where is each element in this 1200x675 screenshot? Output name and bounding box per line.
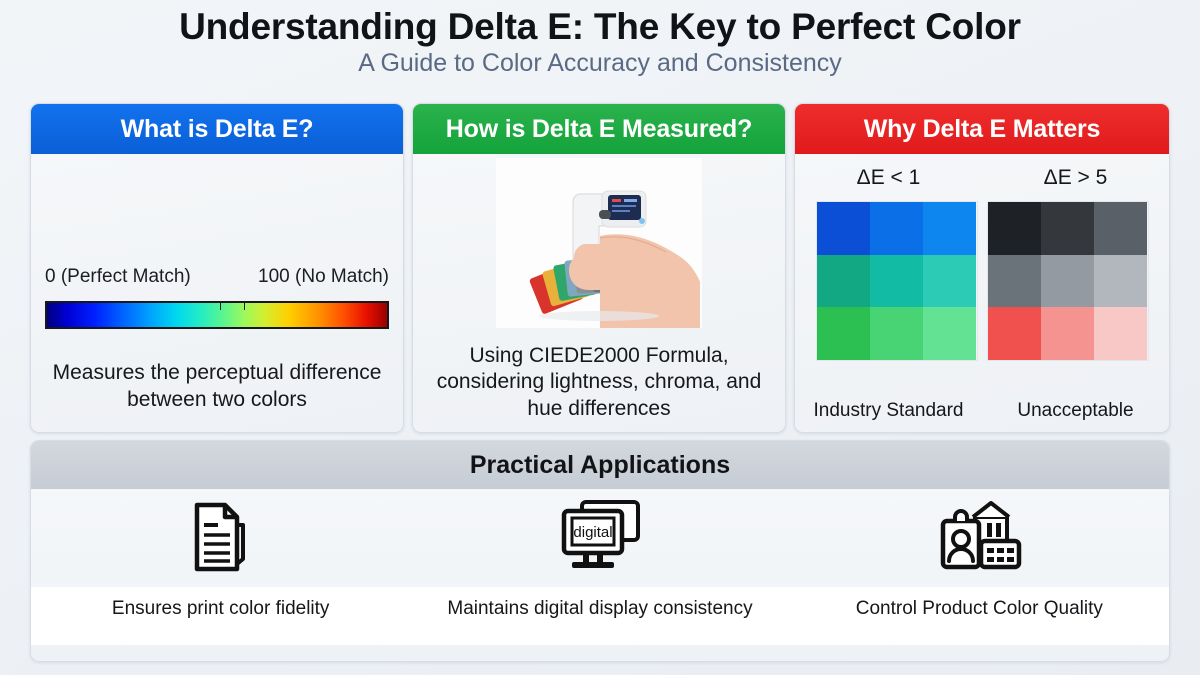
page-title: Understanding Delta E: The Key to Perfec… xyxy=(179,6,1021,47)
delta-e-low-label: ΔE < 1 xyxy=(856,166,921,189)
delta-e-gradient-bar xyxy=(45,301,389,329)
industry-standard-swatch-0 xyxy=(816,202,870,255)
delta-e-scale-labels: 0 (Perfect Match) 100 (No Match) xyxy=(45,266,389,288)
application-item-print: Ensures print color fidelity xyxy=(31,489,411,661)
scale-max-label: 100 (No Match) xyxy=(258,266,389,287)
unacceptable-swatch-7 xyxy=(1040,307,1095,360)
unacceptable-swatch-2 xyxy=(1094,202,1148,255)
gradient-tick xyxy=(244,303,246,310)
card-why-delta-e-matters: Why Delta E Matters ΔE < 1 ΔE > 5 Indust… xyxy=(794,103,1170,433)
swatch-grid-unacceptable xyxy=(986,201,1149,361)
card-body-what-is-delta-e: 0 (Perfect Match) 100 (No Match) Measure… xyxy=(31,154,403,432)
swatch-grid-captions: Industry Standard Unacceptable xyxy=(795,400,1169,422)
swatch-grids xyxy=(795,201,1169,361)
caption-unacceptable: Unacceptable xyxy=(1017,400,1134,421)
card-what-is-delta-e: What is Delta E? 0 (Perfect Match) 100 (… xyxy=(30,103,404,433)
unacceptable-swatch-0 xyxy=(987,202,1041,255)
industry-standard-swatch-3 xyxy=(816,254,870,308)
card-heading-how-is-delta-e-measured: How is Delta E Measured? xyxy=(413,104,785,154)
unacceptable-swatch-3 xyxy=(987,254,1041,308)
panel-heading: Practical Applications xyxy=(31,441,1169,489)
page-subtitle: A Guide to Color Accuracy and Consistenc… xyxy=(358,49,842,78)
card-heading-what-is-delta-e: What is Delta E? xyxy=(31,104,403,154)
application-list: Ensures print color fidelity digital Mai… xyxy=(31,489,1169,661)
card-caption-what-is-delta-e: Measures the perceptual difference betwe… xyxy=(52,361,382,412)
application-item-product: Control Product Color Quality xyxy=(789,489,1169,661)
industry-standard-swatch-5 xyxy=(923,254,977,308)
industry-standard-swatch-7 xyxy=(869,307,924,360)
unacceptable-swatch-5 xyxy=(1094,254,1148,308)
delta-e-high-label: ΔE > 5 xyxy=(1043,166,1108,189)
unacceptable-swatch-4 xyxy=(1040,254,1095,308)
card-body-why-delta-e-matters: ΔE < 1 ΔE > 5 Industry Standard Unaccept… xyxy=(795,154,1169,432)
industry-standard-swatch-4 xyxy=(869,254,924,308)
card-caption-how-is-delta-e-measured: Using CIEDE2000 Formula, considering lig… xyxy=(436,343,762,420)
document-icon xyxy=(179,495,263,579)
card-how-is-delta-e-measured: How is Delta E Measured? xyxy=(412,103,786,433)
practical-applications-panel: Practical Applications Ensures prin xyxy=(30,440,1170,662)
application-label-product: Control Product Color Quality xyxy=(789,587,1169,645)
application-label-print: Ensures print color fidelity xyxy=(31,587,411,645)
industry-standard-swatch-8 xyxy=(923,307,977,360)
gradient-tick xyxy=(220,303,222,310)
caption-industry-standard: Industry Standard xyxy=(813,400,964,421)
industry-standard-swatch-6 xyxy=(816,307,870,360)
card-body-how-is-delta-e-measured: Using CIEDE2000 Formula, considering lig… xyxy=(413,154,785,432)
monitor-screen-text: digital xyxy=(573,524,612,541)
unacceptable-swatch-8 xyxy=(1094,307,1148,360)
card-row: What is Delta E? 0 (Perfect Match) 100 (… xyxy=(30,103,1170,433)
monitor-icon: digital xyxy=(552,495,648,579)
application-item-digital: digital Maintains digital display consis… xyxy=(410,489,790,661)
id-badge-factory-icon xyxy=(931,495,1027,579)
unacceptable-swatch-1 xyxy=(1040,202,1095,255)
application-label-digital: Maintains digital display consistency xyxy=(410,587,790,645)
swatch-grid-industry-standard xyxy=(815,201,978,361)
industry-standard-swatch-2 xyxy=(923,202,977,255)
unacceptable-swatch-6 xyxy=(987,307,1041,360)
industry-standard-swatch-1 xyxy=(869,202,924,255)
delta-e-threshold-labels: ΔE < 1 ΔE > 5 xyxy=(795,166,1169,190)
scale-min-label: 0 (Perfect Match) xyxy=(45,266,191,287)
spectrophotometer-photo xyxy=(496,158,702,328)
header: Understanding Delta E: The Key to Perfec… xyxy=(0,0,1200,78)
card-heading-why-delta-e-matters: Why Delta E Matters xyxy=(795,104,1169,154)
